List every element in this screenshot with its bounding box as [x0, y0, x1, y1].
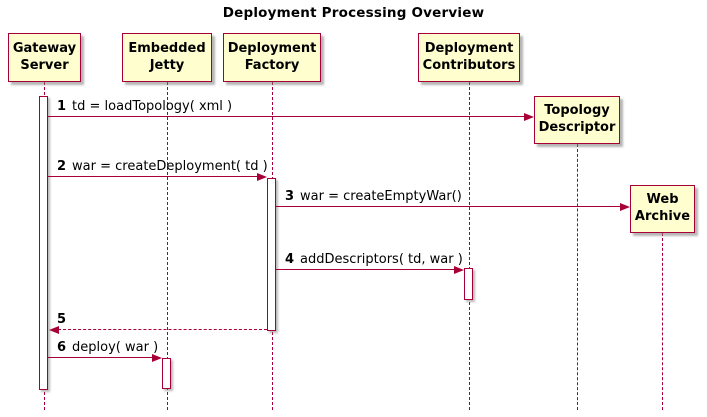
message-2-line: [48, 176, 258, 177]
arrowhead-right-icon: [152, 353, 162, 362]
participant-label: Gateway Server: [12, 40, 77, 73]
arrowhead-right-icon: [524, 112, 534, 121]
message-6-line: [48, 357, 153, 358]
lifeline-topology-descriptor: [577, 144, 578, 410]
activation-gateway-server: [39, 96, 48, 390]
arrowhead-left-icon: [49, 325, 59, 334]
participant-label: Topology Descriptor: [538, 103, 616, 135]
activation-embedded-jetty: [162, 358, 171, 389]
participant-embedded-jetty: Embedded Jetty: [122, 33, 212, 82]
arrowhead-right-icon: [257, 172, 267, 181]
participant-topology-descriptor: Topology Descriptor: [534, 96, 620, 144]
participant-web-archive: Web Archive: [630, 185, 695, 233]
participant-label: Web Archive: [634, 192, 691, 224]
activation-deployment-contributors: [464, 268, 473, 300]
participant-gateway-server: Gateway Server: [8, 33, 81, 82]
message-4-line: [276, 269, 455, 270]
participant-label: Embedded Jetty: [128, 40, 206, 73]
lifeline-embedded-jetty: [167, 82, 168, 410]
participant-label: Deployment Factory: [227, 40, 317, 73]
message-1-line: [48, 116, 526, 117]
participant-deployment-contributors: Deployment Contributors: [418, 33, 520, 82]
arrowhead-right-icon: [454, 265, 464, 274]
message-3-line: [276, 206, 621, 207]
message-5-line: [58, 329, 267, 330]
participant-label: Deployment Contributors: [422, 40, 516, 73]
participant-deployment-factory: Deployment Factory: [223, 33, 321, 82]
message-5-label: 5: [57, 312, 67, 327]
lifeline-web-archive: [662, 233, 663, 410]
activation-deployment-factory: [267, 178, 276, 331]
diagram-title: Deployment Processing Overview: [222, 5, 485, 21]
lifeline-deployment-contributors: [469, 82, 470, 410]
arrowhead-right-icon: [620, 202, 630, 211]
